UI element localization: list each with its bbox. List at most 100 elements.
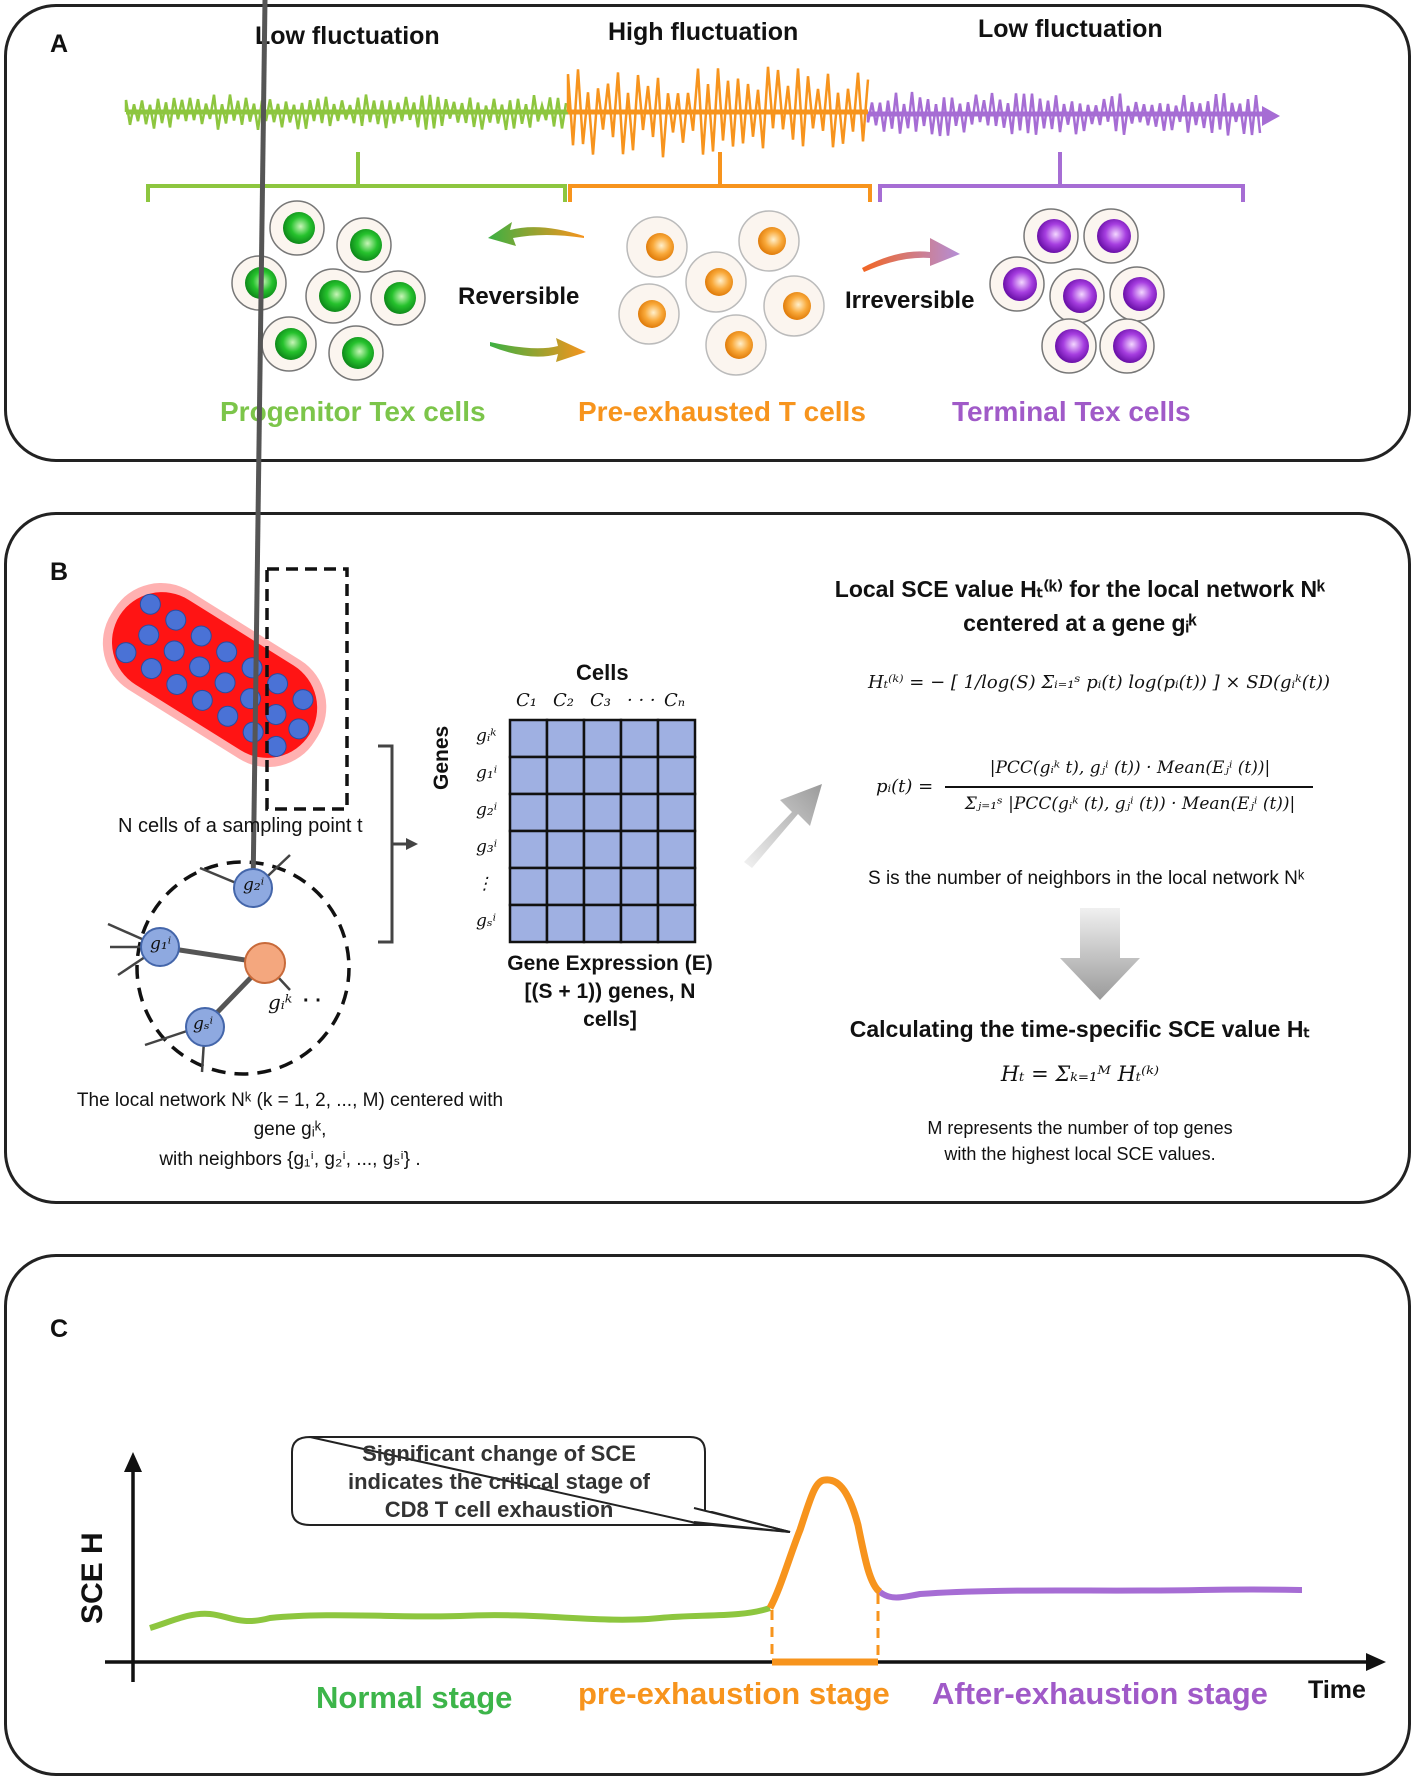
fraction-bar [945, 786, 1313, 788]
pre-exhausted-t-cells-label: Pre-exhausted T cells [578, 396, 866, 427]
progenitor-bracket [146, 152, 567, 202]
panel-b-label: B [50, 558, 69, 586]
network-caption-line-3: with neighbors {g₁ⁱ, g₂ⁱ, ..., gₛⁱ} . [159, 1149, 421, 1170]
pre-exhaustion-stage-label: pre-exhaustion stage [578, 1676, 890, 1711]
to-formula-arrow-icon [744, 784, 822, 868]
matrix-cell [545, 829, 586, 870]
high-fluctuation-label: High fluctuation [608, 18, 799, 46]
matrix-cell [508, 903, 549, 944]
low-fluctuation-signal-green [124, 94, 568, 131]
sampling-cells-cluster [102, 583, 327, 768]
low-fluctuation-signal-purple [866, 91, 1262, 137]
cells-network-bracket [378, 744, 408, 944]
matrix-row-header: ⋮ [476, 874, 493, 894]
time-specific-sce-formula: Hₜ = Σₖ₌₁ᴹ Hₜ⁽ᵏ⁾ [1000, 1062, 1160, 1086]
time-specific-sce-title: Calculating the time-specific SCE value … [849, 1016, 1311, 1042]
matrix-column-header: Cₙ [664, 690, 686, 711]
x-axis-label: Time [1308, 1676, 1366, 1704]
matrix-column-header: C₂ [553, 690, 574, 711]
matrix-cell [656, 903, 697, 944]
probability-formula-lhs: pᵢ(t) = [876, 776, 934, 797]
sampling-caption: N cells of a sampling point t [118, 815, 363, 837]
matrix-row-header: g₃ⁱ [476, 837, 498, 857]
irreversible-label: Irreversible [845, 287, 975, 314]
time-arrowhead-icon [1262, 106, 1280, 126]
bracket-arrow-icon [406, 838, 418, 850]
local-sce-title-line-2: centered at a gene gᵢᵏ [963, 610, 1197, 636]
matrix-cell [508, 792, 549, 833]
progenitor-cells [231, 200, 426, 381]
matrix-caption-line-2: [(S + 1)) genes, N [524, 980, 696, 1003]
pre-exhaustion-peak-curve [766, 1476, 883, 1610]
local-network-graph [107, 0, 351, 1076]
matrix-cell [619, 755, 660, 796]
panel-b [4, 512, 1411, 1204]
s-definition-note: S is the number of neighbors in the loca… [868, 868, 1305, 889]
terminal-bracket [878, 152, 1245, 202]
y-axis-label: SCE H [76, 1532, 109, 1624]
node-label-g2: g₂ⁱ [243, 875, 265, 895]
panel-a [4, 4, 1411, 462]
matrix-row-header: gᵢᵏ [476, 726, 497, 746]
callout-pointer [693, 1507, 791, 1533]
irreversible-arrow-icon [862, 238, 960, 272]
matrix-row-header: gₛⁱ [476, 911, 497, 931]
y-axis-arrow-icon [124, 1452, 142, 1472]
node-label-gs: gₛⁱ [193, 1014, 214, 1034]
progenitor-tex-cells-label: Progenitor Tex cells [220, 396, 486, 427]
terminal-cells [989, 208, 1165, 374]
low-fluctuation-right-label: Low fluctuation [978, 15, 1163, 43]
matrix-caption-line-1: Gene Expression (E) [507, 952, 713, 975]
low-fluctuation-left-label: Low fluctuation [255, 22, 440, 50]
node-label-g1: g₁ⁱ [150, 934, 172, 954]
sampling-window-box [265, 567, 349, 811]
matrix-cell [545, 903, 586, 944]
reversible-back-arrow-icon [488, 222, 584, 246]
reversible-label: Reversible [458, 283, 580, 310]
probability-formula-denominator: Σⱼ₌₁ˢ |PCC(gᵢᵏ (t), gⱼⁱ (t)) · Mean(Eⱼⁱ … [964, 794, 1296, 814]
matrix-row-header: g₁ⁱ [476, 763, 498, 783]
matrix-cell [619, 829, 660, 870]
probability-formula-numerator: |PCC(gᵢᵏ t), gⱼⁱ (t)) · Mean(Eⱼⁱ (t))| [989, 758, 1271, 778]
after-exhaustion-stage-label: After-exhaustion stage [932, 1676, 1268, 1711]
panel-a-label: A [50, 30, 69, 58]
matrix-cell [656, 866, 697, 907]
high-fluctuation-signal-orange [566, 66, 870, 158]
pre-exhausted-cells [618, 210, 825, 376]
network-caption-line-1: The local network Nᵏ (k = 1, 2, ..., M) … [76, 1090, 504, 1111]
matrix-row-header: g₂ⁱ [476, 800, 498, 820]
callout-line-3: CD8 T cell exhaustion [384, 1497, 614, 1522]
matrix-cell [545, 866, 586, 907]
matrix-column-header: C₃ [590, 690, 611, 711]
matrix-cell [619, 866, 660, 907]
normal-stage-curve [149, 1605, 771, 1631]
gene-expression-matrix [508, 718, 697, 944]
x-axis-arrow-icon [1366, 1653, 1386, 1671]
m-definition-note-line-2: with the highest local SCE values. [944, 1144, 1216, 1164]
normal-stage-label: Normal stage [316, 1680, 513, 1715]
matrix-caption-line-3: cells] [583, 1008, 637, 1031]
callout-line-2: indicates the critical stage of [348, 1469, 650, 1494]
matrix-column-header: · · · [627, 690, 656, 711]
to-time-sce-arrow-icon [1060, 908, 1140, 1000]
matrix-cell [508, 755, 549, 796]
after-exhaustion-curve [878, 1586, 1303, 1601]
node-ellipsis: · · [303, 990, 322, 1012]
terminal-tex-cells-label: Terminal Tex cells [952, 396, 1191, 427]
m-definition-note-line-1: M represents the number of top genes [927, 1118, 1233, 1138]
local-sce-formula: Hₜ⁽ᵏ⁾ = − [ 1/log(S) Σᵢ₌₁ˢ pᵢ(t) log(pᵢ(… [868, 672, 1330, 693]
node-label-center: gᵢᵏ [268, 990, 293, 1014]
pre-exhausted-bracket [568, 152, 872, 202]
matrix-cell [582, 792, 623, 833]
reversible-forward-arrow-icon [490, 338, 586, 362]
network-caption-line-2: gene gᵢᵏ, [253, 1119, 327, 1140]
callout-line-1: Significant change of SCE [362, 1441, 636, 1466]
panel-c-label: C [50, 1315, 69, 1343]
matrix-cell [619, 792, 660, 833]
matrix-column-header: C₁ [516, 690, 537, 711]
matrix-cell [619, 718, 660, 759]
matrix-cells-title: Cells [576, 660, 629, 685]
